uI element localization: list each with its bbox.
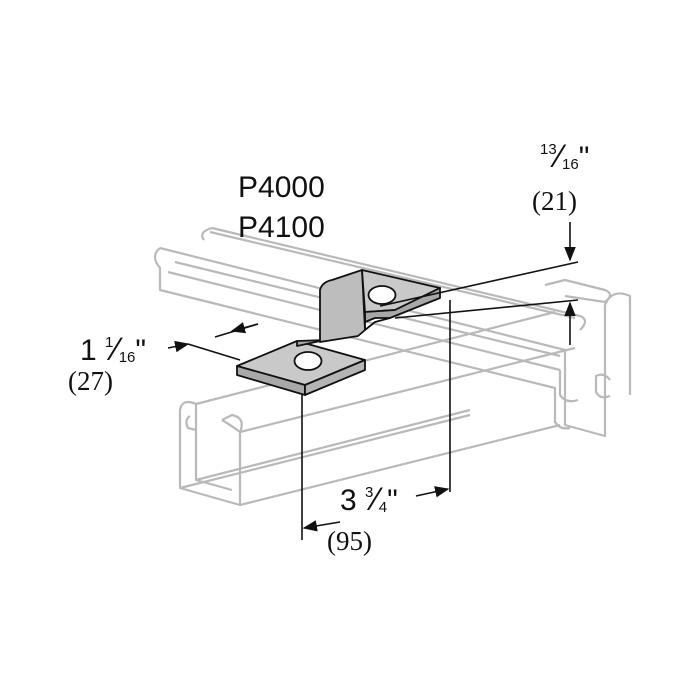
front-strut-channel — [178, 310, 576, 507]
length-whole: 3 — [340, 484, 357, 517]
part-number-secondary: P4100 — [238, 211, 325, 244]
height-unit: " — [578, 141, 590, 174]
part-number-primary: P4000 — [238, 171, 325, 204]
dimension-lines — [167, 222, 579, 540]
width-numerator: 1 — [105, 334, 114, 351]
length-numerator: 3 — [365, 484, 374, 501]
height-dimension-metric: (21) — [532, 186, 577, 216]
length-dimension-imperial: 3 3⁄4" — [340, 481, 398, 517]
offset-bracket — [236, 269, 441, 396]
length-dimension-metric: (95) — [327, 526, 372, 556]
width-whole: 1 — [80, 334, 97, 367]
width-unit: " — [135, 334, 147, 367]
width-denominator: 16 — [118, 349, 136, 366]
height-numerator: 13 — [540, 141, 557, 158]
width-dimension-metric: (27) — [68, 366, 113, 396]
width-dimension-imperial: 1 1⁄16" — [80, 331, 147, 367]
length-denominator: 4 — [378, 499, 388, 516]
length-unit: " — [387, 484, 398, 517]
height-dimension-imperial: 13⁄16" — [540, 138, 590, 174]
height-denominator: 16 — [562, 156, 579, 173]
back-strut-channel — [153, 226, 632, 438]
